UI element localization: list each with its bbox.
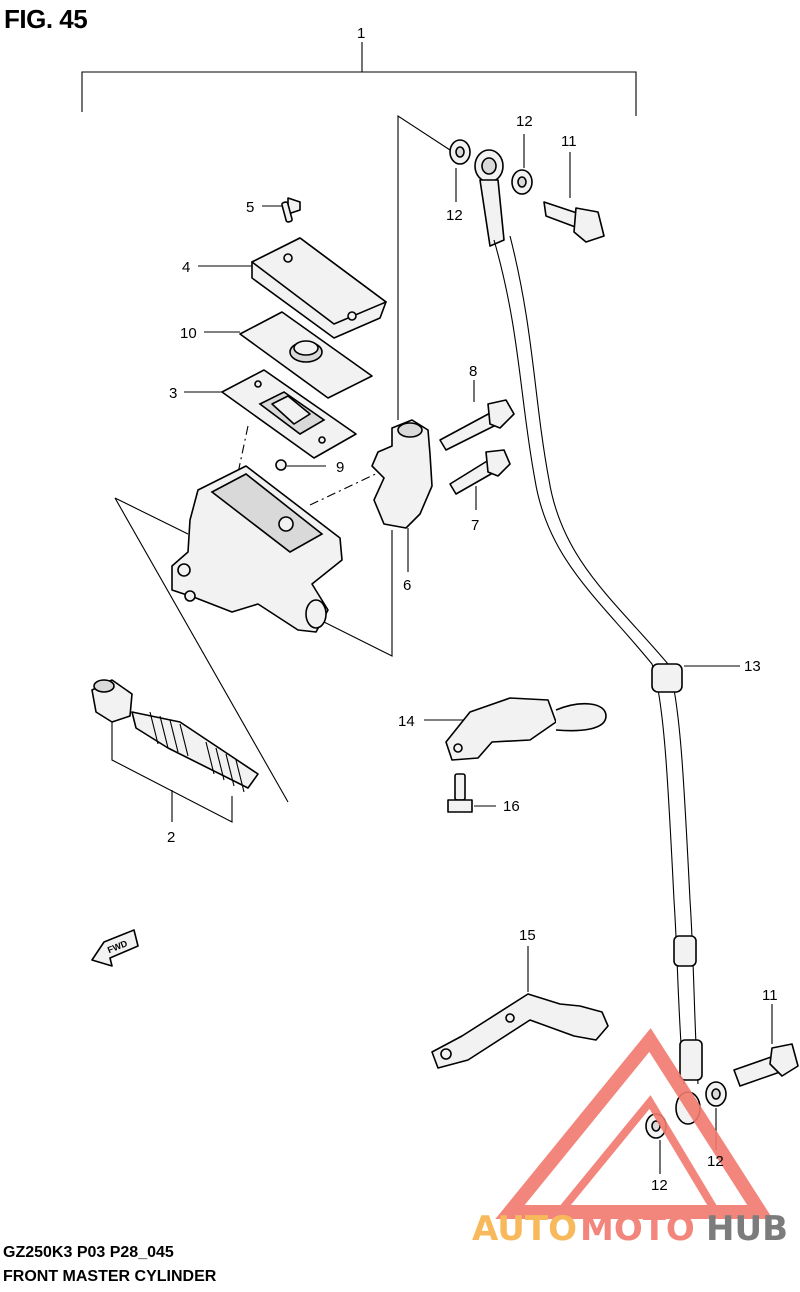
bracket-part-15 xyxy=(431,946,609,1069)
bolt-part-7 xyxy=(449,449,511,510)
figure-title: FIG. 45 xyxy=(4,4,88,34)
brake-hose-part-13 xyxy=(474,149,740,1125)
watermark-moto: MOTO xyxy=(580,1209,695,1249)
banjo-bolt-part-11-top xyxy=(543,152,605,243)
figure-name: FRONT MASTER CYLINDER xyxy=(3,1268,217,1285)
clamp-part-6 xyxy=(371,419,433,572)
reservoir-cap-part-4 xyxy=(198,237,387,339)
diaphragm-plate-part-10 xyxy=(204,311,373,399)
model-code: GZ250K3 P03 P28_045 xyxy=(3,1244,174,1261)
callout-11-bottom: 11 xyxy=(762,987,778,1004)
watermark-auto: AUTO xyxy=(472,1209,577,1249)
washers-part-12-top xyxy=(449,134,533,202)
callout-16: 16 xyxy=(503,798,520,815)
callout-2: 2 xyxy=(167,829,175,846)
callout-4: 4 xyxy=(182,259,190,276)
callout-15: 15 xyxy=(519,927,536,944)
callout-11-top: 11 xyxy=(561,133,577,150)
hose-clamp-part-14 xyxy=(424,697,607,761)
callout-6: 6 xyxy=(403,577,411,594)
master-cylinder-body xyxy=(171,465,343,633)
callout-10: 10 xyxy=(180,325,197,342)
callout-7: 7 xyxy=(471,517,479,534)
watermark-logo: AUTO MOTO HUB xyxy=(472,1028,788,1249)
screw-part-5 xyxy=(262,197,301,223)
assembly-bracket xyxy=(81,42,637,116)
callout-12-top-left: 12 xyxy=(446,207,463,224)
ring-part-9 xyxy=(275,459,326,471)
bolt-part-8 xyxy=(439,380,515,451)
callout-9: 9 xyxy=(336,459,344,476)
callout-1: 1 xyxy=(357,25,365,42)
callout-14: 14 xyxy=(398,713,415,730)
diaphragm-part-3 xyxy=(184,369,357,459)
callout-labels: 1 2 3 4 5 6 7 8 9 10 11 11 12 12 12 12 1… xyxy=(167,25,778,1194)
callout-3: 3 xyxy=(169,385,177,402)
watermark-hub: HUB xyxy=(706,1209,788,1249)
callout-5: 5 xyxy=(246,199,254,216)
bolt-part-16 xyxy=(447,773,496,813)
callout-13: 13 xyxy=(744,658,761,675)
piston-kit-part-2 xyxy=(91,679,259,793)
callout-12-top-right: 12 xyxy=(516,113,533,130)
callout-12-bottom-right: 12 xyxy=(707,1153,724,1170)
banjo-bolt-part-11-bottom xyxy=(733,1004,799,1087)
callout-8: 8 xyxy=(469,363,477,380)
fwd-arrow-icon: FWD xyxy=(91,929,139,967)
callout-12-bottom-left: 12 xyxy=(651,1177,668,1194)
